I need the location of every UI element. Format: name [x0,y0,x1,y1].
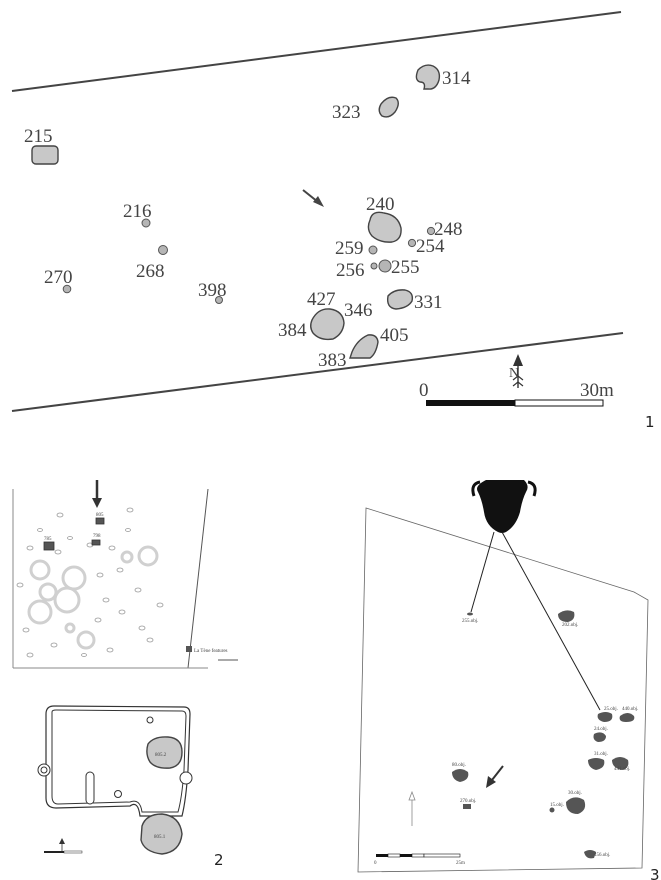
feature-268 [158,245,168,255]
label-323: 323 [332,102,361,123]
label-456obj: 456.obj. [594,853,610,858]
label-440obj: 440.obj. [622,707,638,712]
panel-3-boundary [357,507,649,873]
feature-805 [95,517,105,525]
label-240: 240 [366,194,395,215]
panel-3-arrow-head [486,776,496,788]
label-441obj: 441.obj. [614,767,630,772]
panel-2-north-icon [59,838,65,852]
feature-323 [378,96,399,118]
scale-start: 0 [419,380,429,401]
panel-3-scale-bar [376,853,461,858]
label-383: 383 [318,350,347,371]
feature-256 [370,262,378,270]
label-216: 216 [123,201,152,222]
panel-2-number: 2 [214,851,224,869]
label-256: 256 [336,260,365,281]
label-405: 405 [380,325,409,346]
feature-215 [31,145,59,165]
panel-2-scale-bar [44,851,64,853]
excavation-boundary-north [11,11,622,92]
feature-240 [367,211,402,243]
label-270obj: 270.obj. [460,799,476,804]
label-346: 346 [344,300,373,321]
feature-259 [368,245,378,255]
north-label: N [509,366,519,381]
label-314: 314 [442,68,471,89]
label-30obj: 30.obj. [568,791,582,796]
panel-1-number: 1 [645,413,655,431]
label-259: 259 [335,238,364,259]
panel-3-scale-end: 25m [456,861,465,866]
panel-3-north-icon [408,790,416,826]
feature-331 [386,289,414,310]
label-798: 798 [93,534,101,539]
label-255obj: 255.obj. [462,619,478,624]
vessel-icon [477,480,528,533]
panel-3-scale-start: 0 [374,861,377,866]
feature-405-383 [349,334,379,359]
label-384: 384 [278,320,307,341]
scale-bar-white [514,399,604,407]
pit-805-1 [140,813,183,855]
label-215: 215 [24,126,53,147]
label-25obj: 25.obj. [604,707,618,712]
panel-2-right-edge [187,488,209,669]
feature-248 [426,226,436,236]
feature-798 [91,539,101,546]
scale-bar-black [426,400,515,406]
panel-3-site-plan: 255.obj. 202.obj. 25.obj. 440.obj. 24.ob… [357,480,660,880]
label-785: 785 [44,537,52,542]
legend-swatch [186,646,192,652]
feature-314 [415,64,441,90]
feature-255 [378,259,392,273]
label-24obj: 24.obj. [594,727,608,732]
panel-2-site-plan: 805 785 798 La Tène features 805.2 805.1 [12,480,238,869]
label-805: 805 [96,513,104,518]
legend-label: La Tène features [194,649,228,654]
pit-805-2 [146,736,183,769]
label-398: 398 [198,280,227,301]
label-268: 268 [136,261,165,282]
label-270: 270 [44,267,73,288]
label-427: 427 [307,289,336,310]
feature-398 [215,296,223,304]
label-254: 254 [416,236,445,257]
feature-785 [43,541,55,551]
panel-2-arrow-head [92,498,102,508]
scattered-features [16,507,164,658]
label-31obj: 31.obj. [594,752,608,757]
ring-ditches [27,545,159,650]
label-805-2: 805.2 [155,753,167,758]
label-80obj: 80.obj. [452,763,466,768]
panel-3-features [452,610,635,859]
excavation-boundary-south [11,332,624,412]
pointer-line-1 [470,531,495,613]
feature-427-384 [310,308,345,341]
scale-end: 30m [580,380,614,401]
feature-216 [141,218,151,228]
label-202obj: 202.obj. [562,623,578,628]
panel-3-number: 3 [650,866,660,880]
label-255: 255 [391,257,420,278]
pointer-line-2 [501,531,601,711]
north-arrow-icon [512,354,524,388]
label-248: 248 [434,219,463,240]
panel-2-scale-bar-white [63,850,83,854]
label-805-1: 805.1 [154,835,166,840]
feature-254 [407,238,417,248]
label-331: 331 [414,292,443,313]
arrow-head [313,196,324,207]
panel-2-detail-plan: 805.2 805.1 [37,705,193,855]
panel-3-arrow-line [491,765,504,781]
panel-1-site-plan: 314 323 215 240 248 216 259 254 256 255 … [11,11,655,431]
label-15obj: 15.obj. [550,803,564,808]
feature-270 [62,284,72,294]
